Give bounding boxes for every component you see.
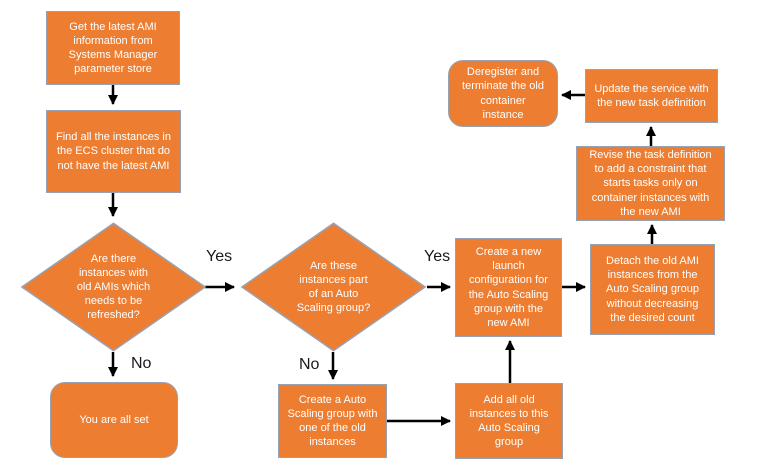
label-no-asg: No [299,356,320,373]
decision-old-amis-label: Are there instances with old AMIs which … [76,252,151,322]
node-detach-old-ami: Detach the old AMI instances from the Au… [590,244,715,335]
decision-old-amis: Are there instances with old AMIs which … [20,222,207,352]
node-update-service-label: Update the service with the new task def… [594,82,709,109]
node-create-launch-config-label: Create a new launch configuration for th… [468,246,549,329]
node-create-asg-label: Create a Auto Scaling group with one of … [287,393,378,449]
decision-auto-scaling-group: Are these instances part of an Auto Scal… [240,222,427,352]
node-deregister-terminate: Deregister and terminate the old contain… [448,60,558,127]
diamond-shape-icon [240,222,427,352]
label-no-old-amis: No [131,355,152,372]
node-create-asg: Create a Auto Scaling group with one of … [278,384,387,458]
node-create-launch-config: Create a new launch configuration for th… [455,238,562,337]
node-add-old-instances: Add all old instances to this Auto Scali… [455,383,563,459]
label-yes-old-amis: Yes [206,248,233,265]
diamond-shape-icon [20,222,207,352]
node-get-latest-ami-label: Get the latest AMI information from Syst… [68,20,158,76]
node-get-latest-ami: Get the latest AMI information from Syst… [46,11,180,85]
node-deregister-terminate-label: Deregister and terminate the old contain… [462,66,544,121]
node-detach-old-ami-label: Detach the old AMI instances from the Au… [606,255,699,324]
node-revise-task-definition-label: Revise the task definition to add a cons… [589,149,712,218]
label-yes-asg: Yes [424,248,451,265]
node-revise-task-definition: Revise the task definition to add a cons… [576,146,725,221]
node-find-instances-label: Find all the instances in the ECS cluste… [56,131,171,172]
node-update-service: Update the service with the new task def… [585,69,718,123]
node-you-are-all-set: You are all set [50,382,178,458]
decision-auto-scaling-group-label: Are these instances part of an Auto Scal… [296,259,371,315]
node-add-old-instances-label: Add all old instances to this Auto Scali… [469,393,549,449]
node-find-instances: Find all the instances in the ECS cluste… [46,110,181,193]
node-you-are-all-set-label: You are all set [79,413,149,426]
